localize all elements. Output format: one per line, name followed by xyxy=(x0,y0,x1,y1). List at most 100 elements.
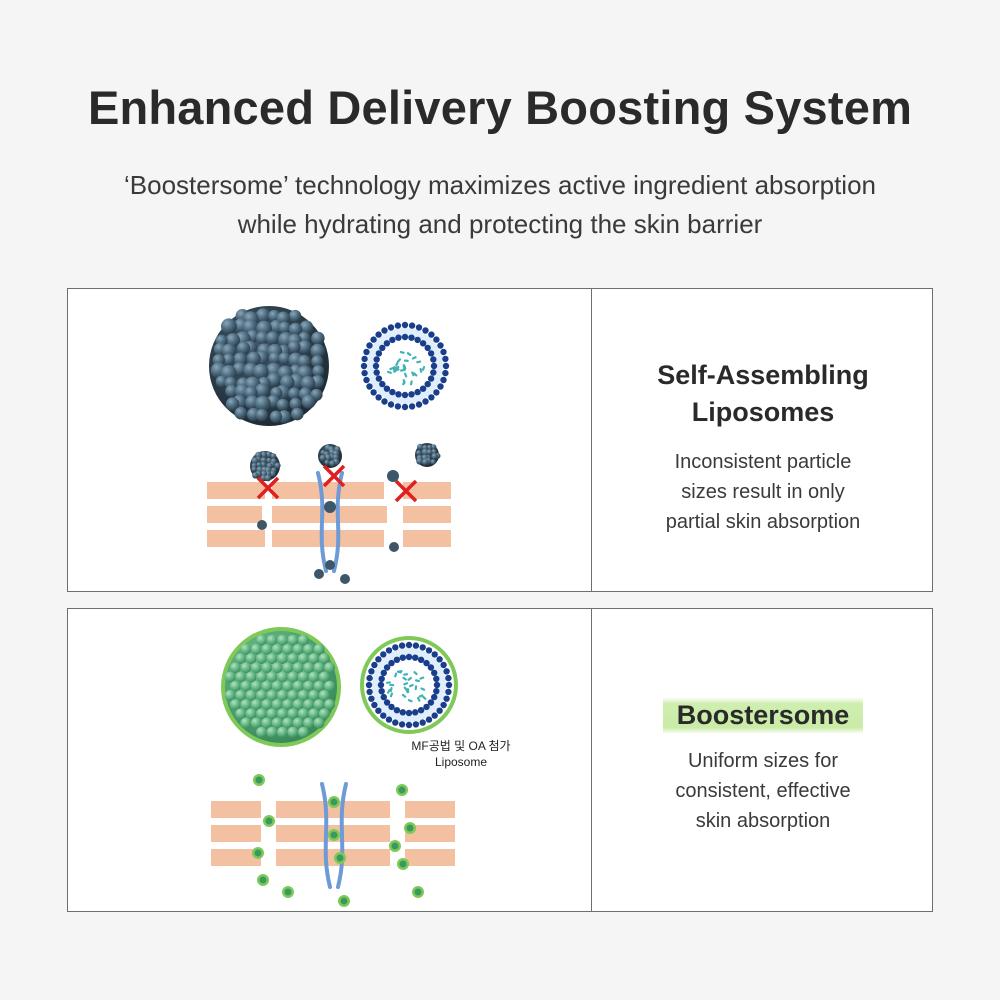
skin-cell xyxy=(405,801,455,818)
particle-bead xyxy=(266,689,278,701)
particle-dot-core xyxy=(406,824,414,832)
particle-dot-core xyxy=(340,897,348,905)
lipid-head xyxy=(431,669,438,677)
particle-bead xyxy=(303,680,315,692)
particle-bead xyxy=(276,398,289,411)
particle-dot xyxy=(387,470,399,482)
lipid-head xyxy=(419,719,426,726)
particle-bead xyxy=(277,726,288,738)
active-ingredient xyxy=(408,683,414,688)
particle-bead xyxy=(266,331,280,345)
particle-bead xyxy=(261,680,273,692)
comparison-panel-boostersome: MF공법 및 OA 첨가 Liposome Boostersome Unifor… xyxy=(67,608,933,912)
lipid-head xyxy=(379,344,386,352)
particle-dot-core xyxy=(399,860,407,868)
particle-bead xyxy=(256,634,268,646)
skin-cell xyxy=(207,506,262,523)
particle-bead xyxy=(311,355,324,368)
skin-layer-icon xyxy=(207,471,451,573)
active-ingredient xyxy=(413,671,418,676)
lipid-head xyxy=(430,356,437,363)
lipid-head xyxy=(440,661,447,669)
skin-cell xyxy=(403,530,451,547)
lipid-head xyxy=(401,321,409,329)
particle-bead xyxy=(229,699,241,711)
particle-bead xyxy=(303,662,315,674)
skin-cell xyxy=(207,530,265,547)
particle-bead xyxy=(277,671,288,683)
particle-bead xyxy=(312,365,325,378)
lipid-head xyxy=(393,656,401,663)
particle-bead xyxy=(313,717,325,729)
particle-bead xyxy=(260,461,267,468)
particle-bead xyxy=(260,451,268,459)
page-subtitle: ‘Boostersome’ technology maximizes activ… xyxy=(0,166,1000,244)
particle-bead xyxy=(266,457,272,464)
panel-heading: Self-Assembling Liposomes xyxy=(592,357,934,431)
particle-bead xyxy=(319,454,326,462)
lipid-head xyxy=(425,647,433,654)
heading-line-1: Self-Assembling xyxy=(657,360,869,390)
particle-bead xyxy=(266,708,278,720)
active-ingredient xyxy=(407,699,413,703)
particle-dot-core xyxy=(391,842,399,850)
particle-dot-core xyxy=(330,798,338,806)
active-ingredient xyxy=(411,371,415,377)
particle-bead xyxy=(313,643,325,655)
lipid-head xyxy=(437,342,444,349)
particle-bead xyxy=(240,717,252,729)
particle-bead xyxy=(324,662,335,674)
panel-text: Boostersome Uniform sizes for consistent… xyxy=(592,609,934,911)
particle-bead xyxy=(266,634,278,646)
particle-bead xyxy=(311,331,325,345)
particle-bead xyxy=(431,453,438,460)
particle-group xyxy=(250,443,441,584)
particle-bead xyxy=(427,444,433,451)
lipid-head xyxy=(423,659,430,667)
lipid-head xyxy=(412,721,420,728)
particle-dot-core xyxy=(265,817,273,825)
blocked-x-icon xyxy=(394,479,418,503)
lipid-head xyxy=(368,695,375,702)
active-ingredient xyxy=(389,692,394,698)
lipid-head xyxy=(393,707,401,714)
skin-cell xyxy=(211,801,261,818)
lipid-head xyxy=(379,380,386,388)
lipid-head xyxy=(380,669,387,677)
lipid-head xyxy=(370,389,377,396)
particle-bead xyxy=(288,387,301,400)
lipid-head xyxy=(408,403,416,410)
particle-bead xyxy=(221,343,236,358)
lipid-head xyxy=(423,703,430,711)
particle-bead xyxy=(240,662,252,674)
lipid-head xyxy=(408,391,415,398)
lipid-head xyxy=(405,653,413,661)
lipid-head xyxy=(431,651,438,658)
uniform-nanoparticle-icon xyxy=(221,627,341,747)
particle-dot-core xyxy=(255,776,263,784)
active-ingredient xyxy=(419,676,425,680)
lipid-head xyxy=(375,375,383,382)
particle-bead xyxy=(291,407,304,421)
page-title: Enhanced Delivery Boosting System xyxy=(87,81,913,134)
particle-bead xyxy=(297,340,312,354)
lipid-head xyxy=(399,654,406,661)
particle-bead xyxy=(235,708,247,720)
particle-bead xyxy=(245,653,257,665)
particle-bead xyxy=(303,699,315,711)
panel-text: Self-Assembling Liposomes Inconsistent p… xyxy=(592,289,934,591)
skin-cell xyxy=(405,825,455,842)
particle-bead xyxy=(297,708,309,720)
particle-bead xyxy=(300,376,316,391)
lipid-head xyxy=(442,355,449,363)
particle-dot-core xyxy=(284,888,292,896)
lipid-head xyxy=(361,369,368,377)
active-ingredient xyxy=(419,367,423,373)
particle-dot xyxy=(314,569,324,579)
nanoparticle-cluster-icon xyxy=(209,306,329,426)
lipid-head xyxy=(373,369,380,376)
particle-bead xyxy=(215,375,228,388)
particle-bead xyxy=(308,671,320,683)
particle-bead xyxy=(260,457,267,464)
active-ingredient xyxy=(389,366,395,371)
